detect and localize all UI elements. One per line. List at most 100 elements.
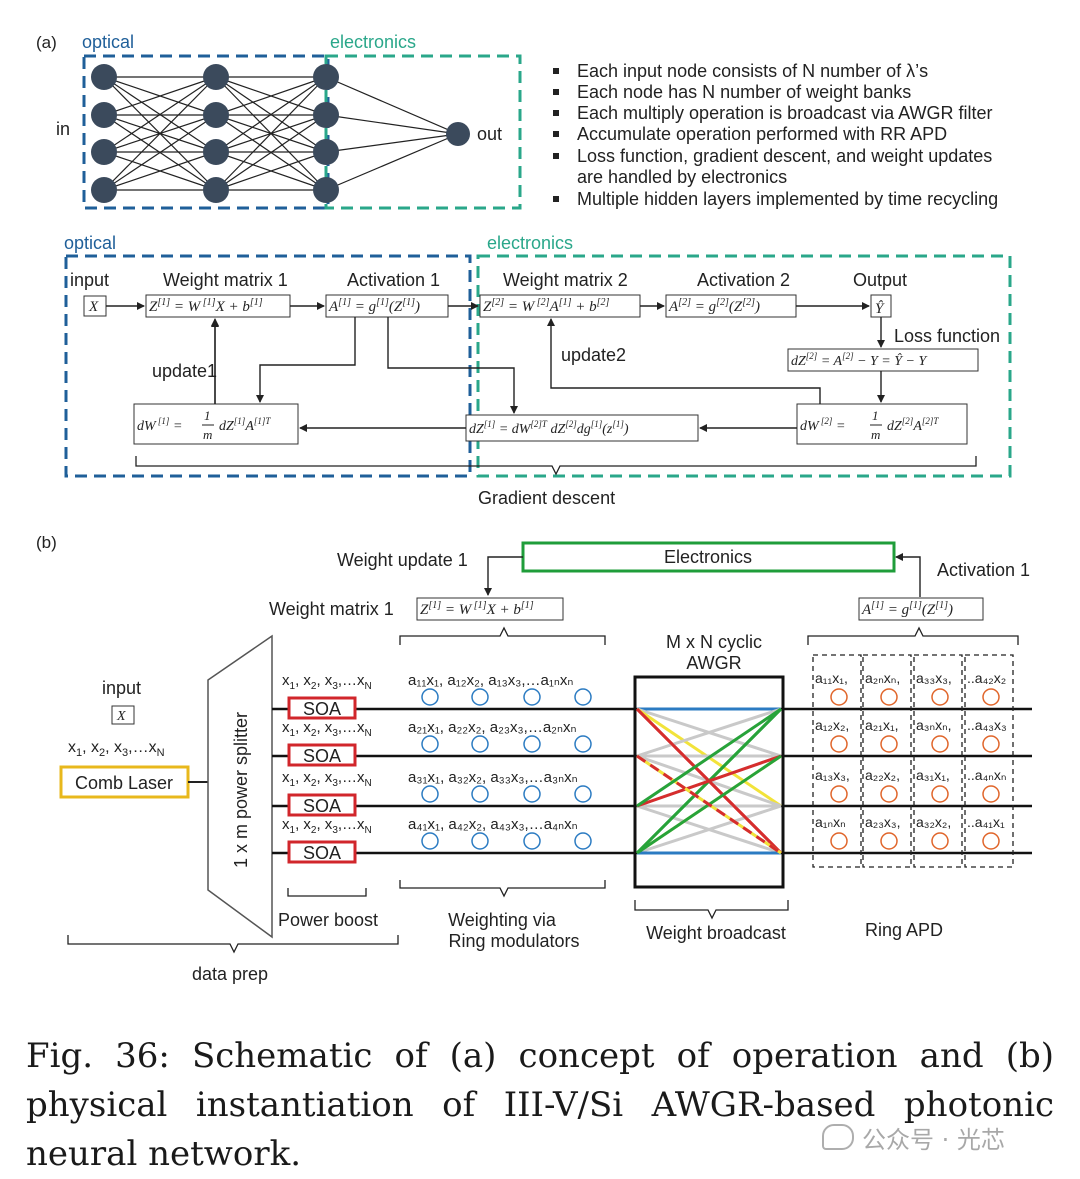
nn-output-node xyxy=(446,122,470,146)
eq-box-dw1 xyxy=(133,403,299,445)
ring-apd xyxy=(880,832,898,850)
svg-text:Z[1] = W [1]X + b[1]: Z[1] = W [1]X + b[1] xyxy=(420,600,534,618)
nn-edge xyxy=(103,76,217,116)
soa-box xyxy=(287,840,357,864)
soa-box xyxy=(287,793,357,817)
ring-apd xyxy=(830,832,848,850)
ring-apd xyxy=(830,688,848,706)
bullet-marker xyxy=(553,68,559,74)
ring-apd xyxy=(931,688,949,706)
figure-canvas: (a) optical electronics in out Each inpu… xyxy=(36,32,1032,984)
apd-column xyxy=(964,654,1014,868)
nn-edge xyxy=(103,151,217,191)
eq-box-dz1 xyxy=(465,414,699,442)
ring-modulator xyxy=(421,785,439,803)
chat-bubble-icon xyxy=(822,1124,854,1150)
ring-apd xyxy=(880,785,898,803)
flow-header-loss: Loss function xyxy=(894,326,1000,346)
nn-edge xyxy=(325,76,459,135)
update1-label: update1 xyxy=(152,361,217,381)
nn-edge xyxy=(103,114,217,191)
nn-optical-box xyxy=(82,54,330,210)
ring-modulator xyxy=(523,832,541,850)
ring-modulator xyxy=(574,688,592,706)
ring-modulator xyxy=(471,688,489,706)
apd-term: ..a₄₁x₁ xyxy=(967,814,1005,830)
awgr-label-1: M x N cyclic xyxy=(666,632,762,652)
nn-node xyxy=(91,139,117,165)
svg-text:A[2] = g[2](Z[2]): A[2] = g[2](Z[2]) xyxy=(668,297,760,315)
flow-header-weight-matrix-1: Weight matrix 1 xyxy=(163,270,288,290)
apd-term: ..a₄ₙxₙ xyxy=(967,767,1006,783)
ring-apd xyxy=(830,785,848,803)
panel-a-label: (a) xyxy=(36,33,57,52)
bullet-marker xyxy=(553,196,559,202)
apd-column xyxy=(913,654,963,868)
soa-label: SOA xyxy=(303,699,341,719)
comb-laser-box xyxy=(59,765,190,799)
eq-box-b-z1 xyxy=(416,597,564,621)
svg-text:A[1] = g[1](Z[1]): A[1] = g[1](Z[1]) xyxy=(328,297,420,315)
flow-header-output: Output xyxy=(853,270,907,290)
svg-text:dZ[1] = dW[2]T dZ[2]dg[1](z[1]: dZ[1] = dW[2]T dZ[2]dg[1](z[1]) xyxy=(469,419,629,437)
apd-term: a₁₁x₁, xyxy=(815,670,848,686)
apd-term: a₁₃x₃, xyxy=(815,767,850,783)
nn-in-label: in xyxy=(56,119,70,139)
ring-modulator xyxy=(471,785,489,803)
ring-apd xyxy=(931,832,949,850)
apd-term: ..a₄₃x₃ xyxy=(967,717,1007,733)
input-label: input xyxy=(102,678,141,698)
svg-text:X: X xyxy=(116,709,126,724)
data-prep-label: data prep xyxy=(192,964,268,984)
ring-modulator xyxy=(421,735,439,753)
svg-text:Z[1] = W [1]X + b[1]: Z[1] = W [1]X + b[1] xyxy=(149,297,263,315)
nn-node xyxy=(313,102,339,128)
bullet-item: are handled by electronics xyxy=(577,167,787,187)
nn-edge xyxy=(215,76,327,191)
bullet-item: Each input node consists of N number of … xyxy=(577,61,928,81)
weight-broadcast-label: Weight broadcast xyxy=(646,923,786,943)
nn-node xyxy=(203,102,229,128)
ring-modulator xyxy=(523,785,541,803)
weighted-terms: a₃₁x₁, a₃₂x₂, a₃₃x₃,…a₃ₙxₙ xyxy=(408,769,578,786)
soa-label: SOA xyxy=(303,796,341,816)
soa-label: SOA xyxy=(303,746,341,766)
awgr-box xyxy=(633,675,785,889)
weight-matrix-label: Weight matrix 1 xyxy=(269,599,394,619)
soa-box xyxy=(287,743,357,767)
apd-term: a₃ₙxₙ, xyxy=(916,717,952,733)
nn-node xyxy=(203,139,229,165)
nn-node xyxy=(313,64,339,90)
apd-term: a₁ₙxₙ xyxy=(815,814,846,830)
ring-apd xyxy=(982,735,1000,753)
activation-label: Activation 1 xyxy=(937,560,1030,580)
soa-box xyxy=(287,696,357,720)
weight-update-label: Weight update 1 xyxy=(337,550,468,570)
bullet-item: Loss function, gradient descent, and wei… xyxy=(577,146,992,166)
bullet-item: Each node has N number of weight banks xyxy=(577,82,911,102)
watermark-text: 公众号 · 光芯 xyxy=(862,1125,1005,1154)
ring-apd xyxy=(931,785,949,803)
apd-term: a₃₁x₁, xyxy=(916,767,950,783)
electronics-label: Electronics xyxy=(664,547,752,567)
bullet-list: Each input node consists of N number of … xyxy=(553,61,998,209)
ring-modulator xyxy=(574,832,592,850)
bullet-item: Accumulate operation performed with RR A… xyxy=(577,124,947,144)
svg-text:A[1] = g[1](Z[1]): A[1] = g[1](Z[1]) xyxy=(861,600,953,618)
input-wavelengths: x1, x2, x3,…xN xyxy=(282,769,372,789)
weighting-label-1: Weighting via xyxy=(448,910,557,930)
apd-term: a₃₃x₃, xyxy=(916,670,952,686)
svg-text:X: X xyxy=(88,299,99,315)
power-splitter-label: 1 x m power splitter xyxy=(231,712,251,868)
gradient-descent-label: Gradient descent xyxy=(478,488,615,508)
svg-text:dZ[2] = A[2] − Y = Ŷ − Y: dZ[2] = A[2] − Y = Ŷ − Y xyxy=(791,351,928,369)
panel-a-network: (a) optical electronics in out xyxy=(36,32,522,210)
awgr-path xyxy=(636,754,782,808)
ring-modulator xyxy=(574,735,592,753)
input-x-box xyxy=(111,705,135,725)
apd-term: a₂₁x₁, xyxy=(865,717,899,733)
panel-b-label: (b) xyxy=(36,533,57,552)
ring-apd xyxy=(880,688,898,706)
svg-text:dW [1] =: dW [1] = xyxy=(137,416,182,434)
nn-node xyxy=(91,64,117,90)
